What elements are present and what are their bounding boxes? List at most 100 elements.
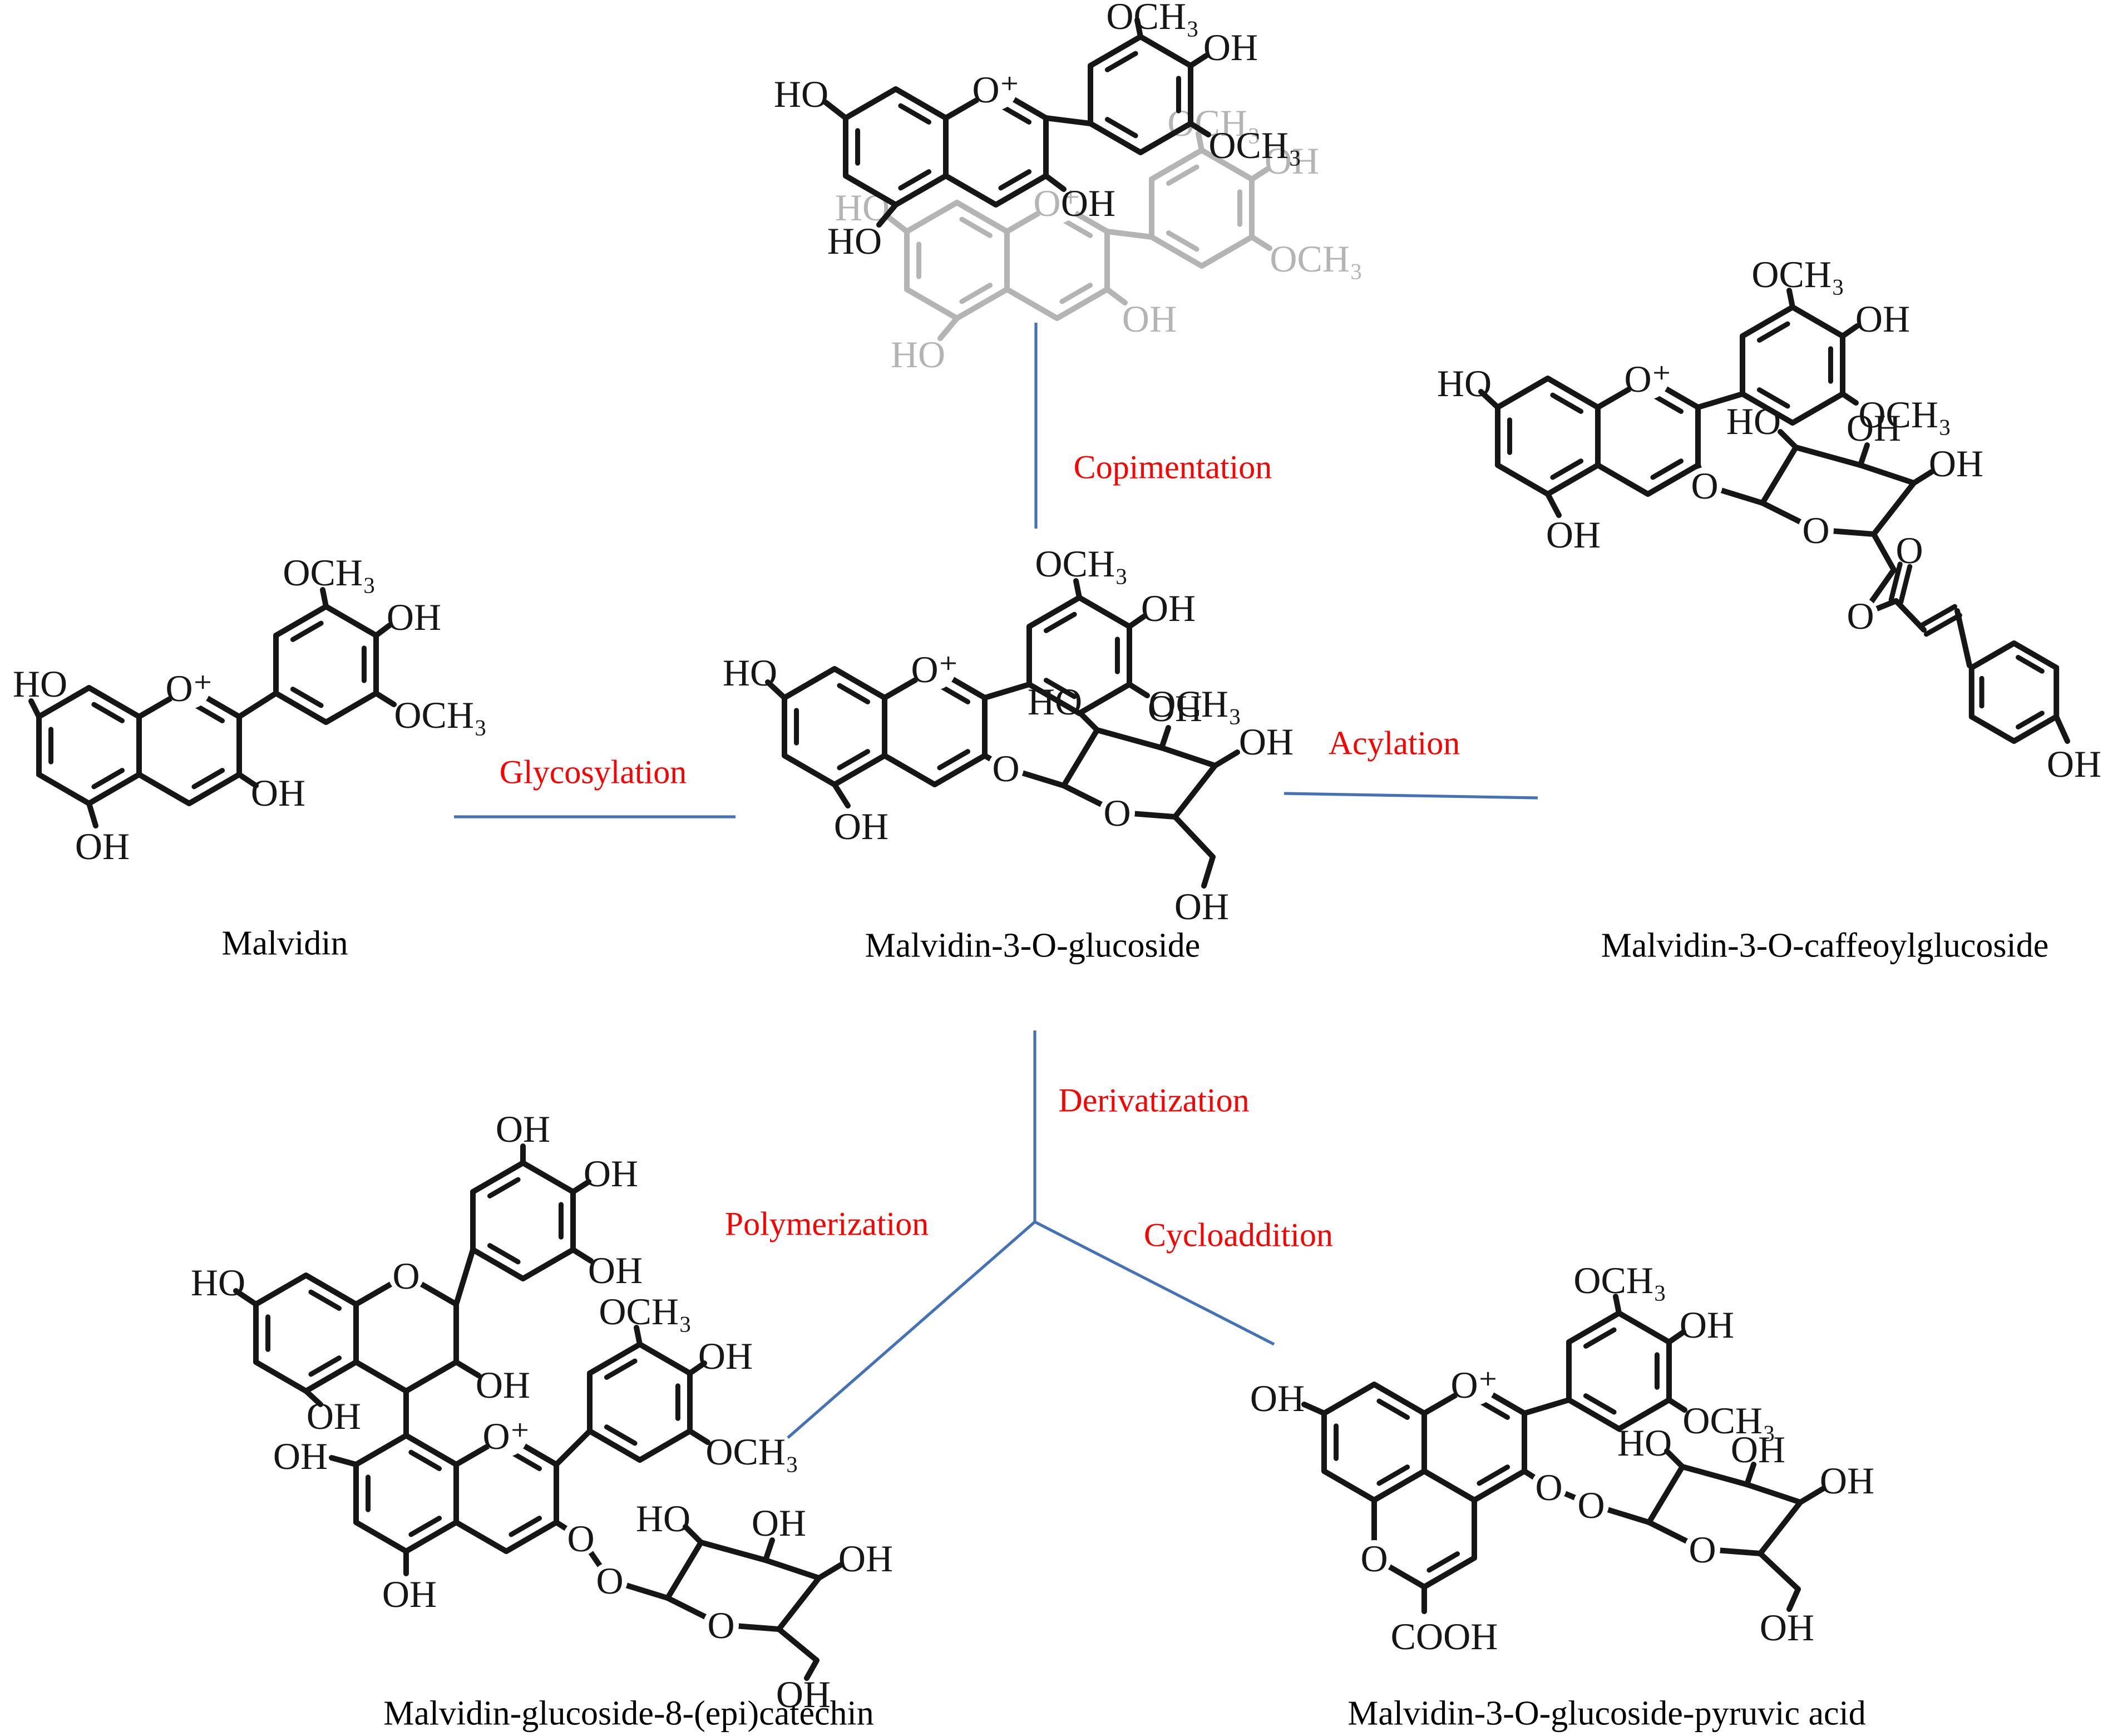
- double-bond-inner: [2016, 654, 2045, 674]
- bond: [1871, 480, 1917, 537]
- atom-label: OCH₃: [1573, 1259, 1666, 1301]
- ring-bond: [353, 1433, 459, 1554]
- bond: [1127, 682, 1150, 698]
- atom-label: OCH₃: [1167, 102, 1260, 144]
- atom-label: OH: [1855, 298, 1910, 340]
- bond: [1201, 854, 1216, 889]
- atom-label: O: [567, 1517, 594, 1560]
- double-bond: [1919, 604, 1958, 628]
- bond: [1188, 121, 1211, 137]
- atom-label: O: [1691, 465, 1718, 507]
- double-bond-inner: [1583, 1327, 1617, 1349]
- atom-label: OCH₃: [1751, 253, 1844, 295]
- bond: [303, 1388, 323, 1407]
- atom-label: OH: [1929, 442, 1983, 485]
- atom-label: OCH₃: [1208, 124, 1301, 166]
- bond: [687, 1360, 707, 1376]
- double-bond-inner: [1059, 283, 1093, 304]
- atom-label: OCH₃: [705, 1431, 798, 1473]
- atom-label: HO: [827, 220, 882, 262]
- bond: [823, 100, 848, 121]
- double-bond-inner: [1376, 1464, 1410, 1486]
- atom-label: O: [1577, 1484, 1605, 1526]
- bond: [1613, 1294, 1622, 1316]
- bond: [1196, 131, 1204, 153]
- atom-label: OH: [584, 1152, 638, 1195]
- double-bond-inner: [937, 749, 971, 771]
- atom-label: O⁺: [1625, 358, 1672, 400]
- atom-label: OCH₃: [1035, 542, 1128, 585]
- bond: [1104, 287, 1128, 305]
- ring-bond: [904, 200, 1010, 321]
- bond: [1798, 1486, 1825, 1505]
- bond: [698, 1540, 768, 1563]
- double-bond: [1923, 613, 1962, 637]
- atom-label: OH: [1122, 298, 1177, 340]
- ring-bond: [1566, 1310, 1672, 1432]
- atom-label: O: [1895, 529, 1923, 571]
- double-bond: [1888, 561, 1903, 603]
- reaction-label-cycloaddition: Cycloaddition: [1144, 1216, 1333, 1254]
- double-bond-inner: [509, 1516, 542, 1537]
- atom-label: HO: [636, 1497, 690, 1540]
- reaction-label-glycosylation: Glycosylation: [499, 753, 687, 791]
- atom-label: O: [1535, 1466, 1562, 1508]
- atom-label: O: [1103, 792, 1131, 834]
- atom-label: OH: [1239, 721, 1294, 763]
- atom-label: OH: [1265, 140, 1319, 182]
- bond: [832, 782, 851, 808]
- double-bond-inner: [1477, 1464, 1510, 1486]
- ring-bond: [273, 604, 379, 725]
- double-bond-inner: [290, 687, 324, 708]
- atom-label: HO: [1617, 1422, 1672, 1464]
- atom-label-mask: [1099, 795, 1135, 830]
- atom-label: O: [1360, 1537, 1388, 1580]
- atom-label: OCH₃: [283, 551, 376, 594]
- double-bond-inner: [91, 768, 125, 790]
- connector-cycloaddition-line: [1034, 1220, 1275, 1346]
- bond: [1043, 173, 1067, 192]
- bond: [1646, 1464, 1685, 1525]
- double-bond-inner: [837, 683, 871, 704]
- bond: [665, 1540, 704, 1601]
- bond: [1786, 1586, 1801, 1612]
- atom-label-mask: [1798, 512, 1834, 548]
- bond: [1911, 469, 1934, 486]
- double-bond-inner: [1059, 216, 1093, 238]
- bond: [1249, 234, 1272, 251]
- bond: [1104, 229, 1154, 240]
- bond: [1778, 429, 1799, 450]
- double-bond-inner: [91, 702, 125, 723]
- atom-label: OCH₃: [394, 694, 487, 736]
- bond: [1249, 166, 1270, 182]
- atom-label-mask: [1356, 1540, 1392, 1576]
- double-bond-inner: [191, 768, 225, 790]
- bond: [816, 1562, 844, 1581]
- caption-epicatechin-dimer: Malvidin-glucoside-8-(epi)catechin: [383, 1694, 874, 1733]
- bond: [1545, 491, 1562, 518]
- bond: [1127, 614, 1147, 629]
- bond: [687, 1428, 710, 1445]
- atom-label: OH: [1820, 1459, 1874, 1502]
- double-bond-inner: [1756, 321, 1790, 343]
- bond: [1786, 288, 1795, 310]
- bond: [1159, 725, 1171, 751]
- atom-label: OH: [1847, 407, 1901, 449]
- double-bond-inner: [959, 216, 993, 238]
- double-bond-inner: [408, 1449, 442, 1471]
- atom-label: HO: [1726, 400, 1781, 442]
- atom-label-mask: [1531, 1469, 1567, 1505]
- atom-label: OH: [387, 596, 441, 638]
- connector-polymerization-line: [787, 1221, 1036, 1439]
- atom-label: O⁺: [483, 1415, 530, 1457]
- bond: [1858, 442, 1870, 468]
- bond: [776, 1626, 820, 1663]
